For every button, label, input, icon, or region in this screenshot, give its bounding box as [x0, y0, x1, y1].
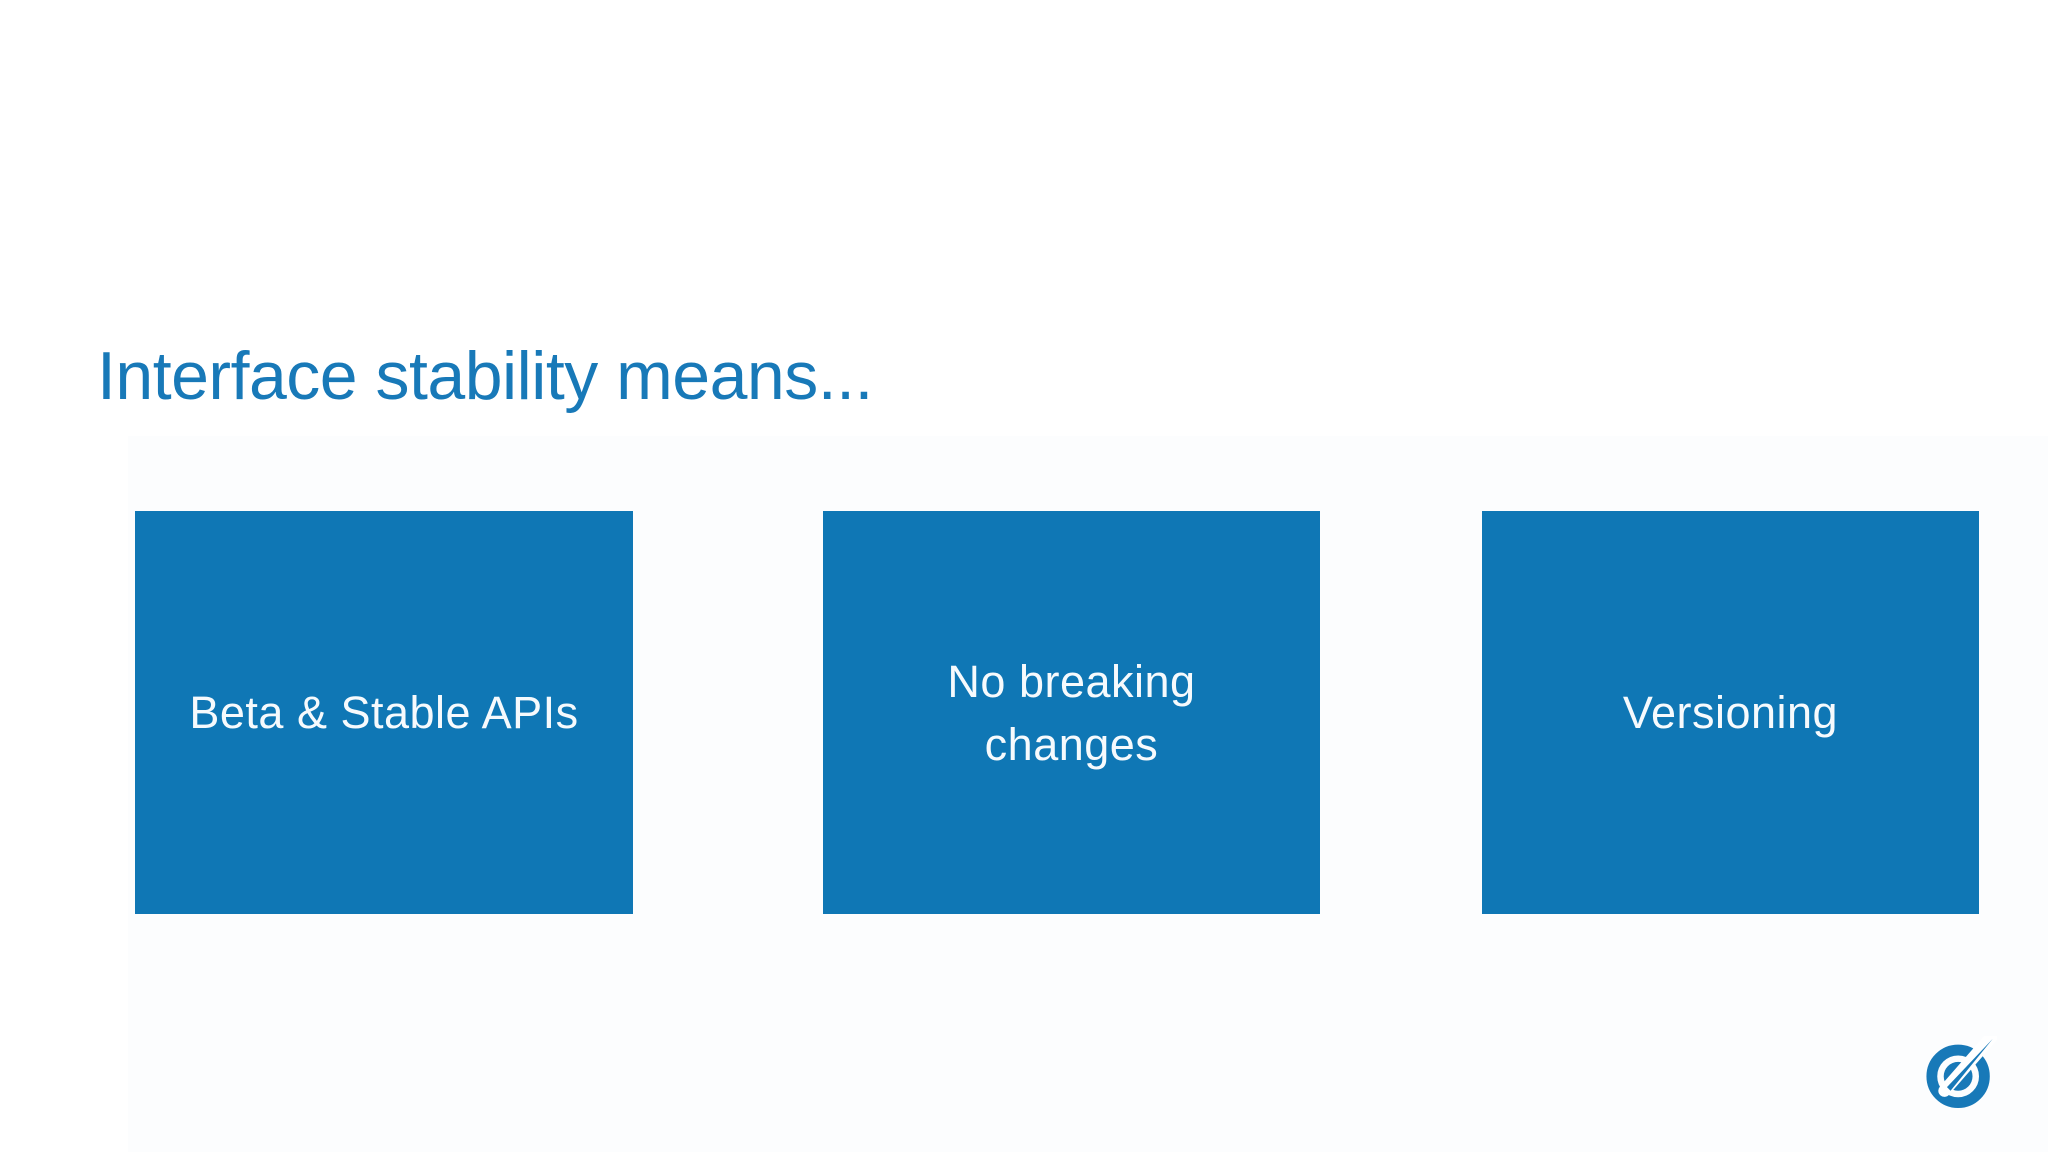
card-beta-stable-apis: Beta & Stable APIs — [135, 511, 633, 914]
card-no-breaking-changes: No breaking changes — [823, 511, 1320, 914]
card-versioning: Versioning — [1482, 511, 1979, 914]
card-label: No breaking changes — [947, 655, 1196, 770]
card-label: Versioning — [1622, 687, 1839, 738]
rocket-circle-logo-icon — [1926, 1036, 1997, 1108]
card-label: Beta & Stable APIs — [189, 687, 579, 738]
page-title: Interface stability means... — [97, 338, 873, 414]
